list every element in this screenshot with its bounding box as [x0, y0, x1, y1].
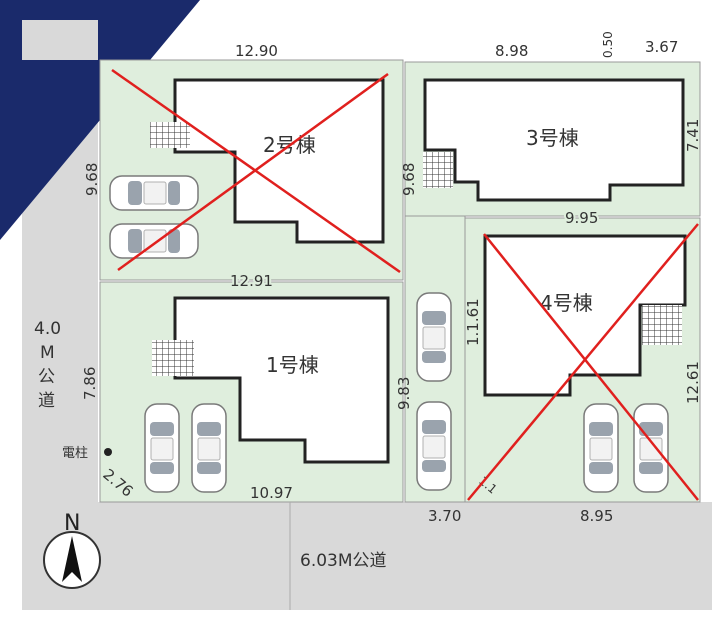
car-driveway-b	[416, 401, 452, 491]
dim-lot1-bottom: 10.97	[250, 484, 293, 502]
car-lot1-a	[144, 403, 180, 493]
sold-cross-lot-4	[467, 223, 699, 501]
car-lot4-b	[633, 403, 669, 493]
stairs-2	[150, 122, 190, 148]
building-3	[423, 78, 685, 202]
left-road-label-2: M	[40, 343, 55, 363]
car-driveway-a	[416, 292, 452, 382]
left-road-label-4: 道	[38, 391, 55, 411]
dim-lot2-left: 9.68	[83, 163, 101, 196]
compass-label: N	[64, 511, 80, 536]
left-road-label-1: 4.0	[34, 319, 61, 339]
building-2	[173, 78, 385, 244]
dim-top-lot3: 8.98	[495, 42, 528, 60]
utility-pole-icon	[104, 448, 112, 456]
dim-lot4-right: 12.61	[684, 361, 702, 404]
dim-lot2-bottom: 12.91	[230, 272, 273, 290]
bottom-road	[22, 502, 712, 610]
sold-cross-lot-2	[111, 68, 401, 274]
left-road-label-3: 公	[38, 367, 55, 387]
car-lot1-b	[191, 403, 227, 493]
stairs-3	[423, 152, 453, 188]
dim-lot1-left: 7.86	[81, 367, 99, 400]
building-1-label: 1号棟	[266, 353, 319, 377]
dim-top-lot3-small: 0.50	[601, 31, 615, 58]
dim-lot3-right: 7.41	[684, 119, 702, 152]
car-lot4-a	[583, 403, 619, 493]
bottom-road-label: 6.03M公道	[300, 551, 387, 571]
car-lot2-a	[109, 175, 199, 211]
stairs-4	[642, 305, 682, 345]
dim-bottom-right: 8.95	[580, 507, 613, 525]
compass-needle-icon	[62, 536, 82, 582]
building-4-label: 4号棟	[540, 291, 593, 315]
dim-lot3-left: 9.68	[400, 163, 418, 196]
left-road-top	[22, 20, 98, 60]
building-4	[483, 234, 687, 397]
dim-top-lot3-right: 3.67	[645, 38, 678, 56]
dim-lot1-right: 9.83	[395, 377, 413, 410]
dim-bottom-left: 3.70	[428, 507, 461, 525]
dim-lot4-top: 9.95	[565, 209, 598, 227]
car-lot2-b	[109, 223, 199, 259]
building-1	[173, 296, 390, 464]
stairs-1	[152, 340, 194, 376]
pole-label: 電柱	[62, 446, 88, 461]
dim-top-lot2: 12.90	[235, 42, 278, 60]
dim-lot4-left: 1.1.61	[464, 298, 482, 346]
building-3-label: 3号棟	[526, 126, 579, 150]
